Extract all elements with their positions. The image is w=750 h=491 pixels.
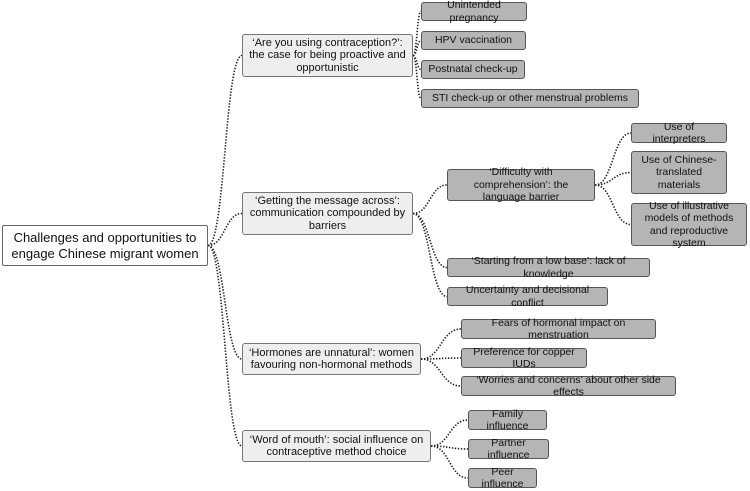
subtheme-label: Partner influence xyxy=(487,436,530,462)
subtheme-label: Preference for copper IUDs xyxy=(473,345,575,371)
subtheme-node-4-3: Peer influence xyxy=(468,465,537,491)
connector-line xyxy=(594,184,632,226)
subtheme-label: STI check-up or other menstrual problems xyxy=(431,92,629,105)
theme-node-1: ‘Are you using contraception?’: the case… xyxy=(242,34,413,77)
detail-label: Use of interpreters xyxy=(652,120,706,146)
connector-line xyxy=(420,357,462,360)
connector-line xyxy=(594,132,632,186)
subtheme-label: Uncertainty and decisional conflict xyxy=(465,284,590,309)
detail-label: Use of Chinese-translated materials xyxy=(641,153,717,191)
connector-line xyxy=(412,184,448,215)
connector-line xyxy=(207,244,243,360)
theme-node-2: ‘Getting the message across’: communicat… xyxy=(242,192,413,235)
subtheme-label: HPV vaccination xyxy=(434,34,513,47)
connector-line xyxy=(420,358,462,387)
subtheme-node-2-3: Uncertainty and decisional conflict xyxy=(447,284,608,309)
subtheme-node-1-4: STI check-up or other menstrual problems xyxy=(421,89,639,108)
subtheme-node-4-1: Family influence xyxy=(468,407,547,433)
subtheme-label: Peer influence xyxy=(481,465,524,491)
connector-line xyxy=(430,445,469,450)
subtheme-node-1-2: HPV vaccination xyxy=(421,31,526,50)
connector-line xyxy=(412,54,422,71)
connector-line xyxy=(412,212,448,298)
subtheme-node-1-1: Unintended pregnancy xyxy=(421,0,527,24)
subtheme-node-3-3: ‘Worries and concerns’ about other side … xyxy=(461,373,676,399)
connector-line xyxy=(412,10,422,57)
subtheme-node-4-2: Partner influence xyxy=(468,436,549,462)
theme-label-1: ‘Are you using contraception?’: the case… xyxy=(249,36,406,74)
connector-line xyxy=(412,54,422,100)
detail-node-2-1-1: Use of interpreters xyxy=(631,120,727,146)
subtheme-label: ‘Worries and concerns’ about other side … xyxy=(476,373,661,399)
theme-label-3: ‘Hormones are unnatural’: women favourin… xyxy=(248,346,415,372)
connector-line xyxy=(412,39,422,57)
subtheme-node-1-3: Postnatal check-up xyxy=(421,60,525,79)
connector-line xyxy=(207,54,243,247)
root-label: Challenges and opportunities to engage C… xyxy=(11,229,199,261)
connector-line xyxy=(594,171,632,186)
subtheme-label: Family influence xyxy=(486,407,529,433)
theme-label-4: ‘Word of mouth’: social influence on con… xyxy=(249,433,424,459)
detail-node-2-1-3: Use of illustrative models of methods an… xyxy=(631,200,747,249)
subtheme-label: Fears of hormonal impact on menstruation xyxy=(491,316,626,342)
subtheme-label: ‘Starting from a low base’: lack of know… xyxy=(471,255,626,280)
connector-line xyxy=(420,328,462,360)
theme-node-3: ‘Hormones are unnatural’: women favourin… xyxy=(242,343,421,375)
subtheme-label: Unintended pregnancy xyxy=(447,0,501,24)
connector-line xyxy=(207,244,243,447)
theme-label-2: ‘Getting the message across’: communicat… xyxy=(249,194,406,232)
detail-label: Use of illustrative models of methods an… xyxy=(644,199,734,250)
subtheme-node-2-1: ‘Difficulty with comprehension’: the lan… xyxy=(447,166,595,204)
subtheme-label: Postnatal check-up xyxy=(428,63,518,76)
subtheme-node-3-1: Fears of hormonal impact on menstruation xyxy=(461,316,656,342)
subtheme-node-2-2: ‘Starting from a low base’: lack of know… xyxy=(447,255,650,280)
connector-line xyxy=(412,212,448,269)
root-node: Challenges and opportunities to engage C… xyxy=(2,225,208,266)
subtheme-node-3-2: Preference for copper IUDs xyxy=(461,345,587,371)
connector-line xyxy=(430,445,469,479)
theme-node-4: ‘Word of mouth’: social influence on con… xyxy=(242,430,431,462)
connector-line xyxy=(430,419,469,447)
detail-node-2-1-2: Use of Chinese-translated materials xyxy=(631,151,727,194)
connector-line xyxy=(207,212,243,247)
subtheme-label: ‘Difficulty with comprehension’: the lan… xyxy=(473,166,569,204)
